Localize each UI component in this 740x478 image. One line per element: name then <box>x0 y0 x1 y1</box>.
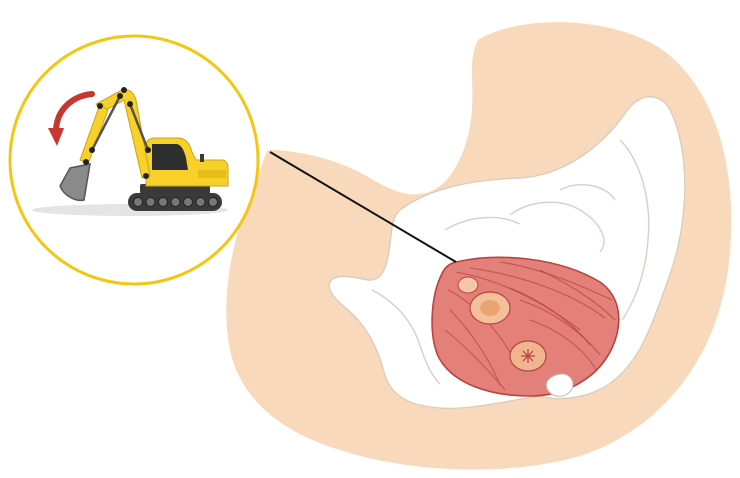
urethra-opening <box>457 276 479 294</box>
excavator-boom-cylinder <box>128 102 150 152</box>
curl-arrow-head <box>48 128 64 146</box>
sphincter-ray <box>527 350 534 357</box>
pelvis-inner-contour-2 <box>559 184 616 201</box>
pelvic-floor-muscles <box>431 256 620 397</box>
curl-arrow-icon <box>53 91 95 135</box>
track-wheel <box>195 197 206 207</box>
excavator-joint <box>83 159 89 165</box>
muscle-fibers <box>444 261 616 391</box>
pelvis-ala-contour <box>619 139 650 321</box>
muscle-fiber <box>449 309 501 386</box>
muscle-fiber <box>529 319 597 371</box>
muscle-body <box>431 256 620 397</box>
anal-sphincter-star <box>521 349 535 363</box>
track-wheel <box>133 197 143 207</box>
track-wheels <box>133 197 218 207</box>
sphincter-ray <box>527 355 534 362</box>
pelvis-left-contour <box>371 289 441 385</box>
excavator-cab-window <box>152 144 188 170</box>
track-wheel <box>208 197 218 207</box>
excavator-joint <box>117 93 123 99</box>
coccyx <box>545 373 574 397</box>
track-wheel <box>145 197 156 207</box>
pubic-contour <box>444 216 521 231</box>
excavator-stick-cylinder <box>90 94 122 152</box>
excavator-inset <box>8 34 260 286</box>
excavator-bucket <box>59 163 91 202</box>
muscle-fiber <box>455 271 581 331</box>
pelvis-inner-contour <box>509 201 605 253</box>
excavator-exhaust <box>200 154 204 162</box>
excavator-joint <box>143 173 149 179</box>
sphincter-ray <box>522 355 529 362</box>
muscle-fiber <box>519 299 601 356</box>
excavator-joint <box>97 103 103 109</box>
track-wheel <box>170 197 181 207</box>
muscle-fiber <box>499 261 613 301</box>
vaginal-opening-inner <box>480 300 500 316</box>
excavator-joints <box>83 87 151 179</box>
excavator-joint <box>145 147 151 153</box>
muscle-fiber <box>509 287 591 346</box>
excavator-joint <box>121 87 127 93</box>
muscle-fiber <box>539 269 616 321</box>
excavator-icon <box>59 87 229 211</box>
excavator-joint <box>89 147 95 153</box>
muscle-fiber <box>444 329 506 391</box>
muscle-fiber <box>469 267 606 319</box>
excavator-joint <box>127 101 133 107</box>
track-wheel <box>158 197 168 207</box>
pointer-line <box>269 151 457 263</box>
track-wheel <box>183 197 193 207</box>
excavator-rear-panel <box>198 170 226 178</box>
sphincter-ray <box>522 350 529 357</box>
